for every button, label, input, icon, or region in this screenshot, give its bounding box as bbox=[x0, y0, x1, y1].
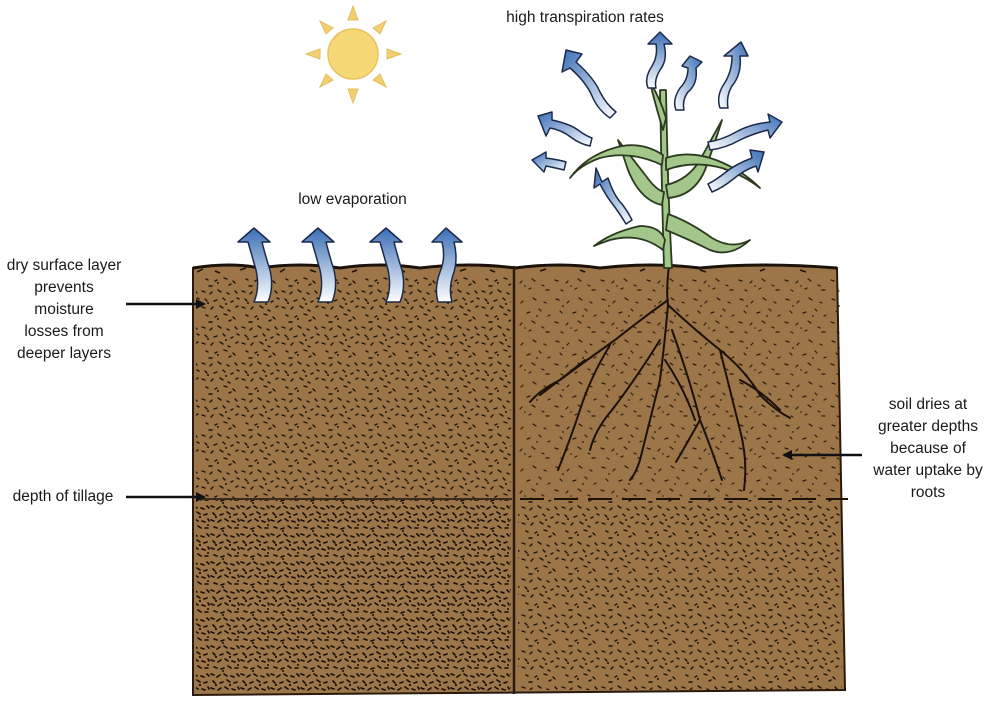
label-high-transpiration: high transpiration rates bbox=[506, 9, 664, 26]
vapor-arrow-icon bbox=[717, 41, 749, 109]
label-line: moisture bbox=[34, 301, 94, 318]
label-dry-surface-layer: dry surface layer prevents moisture loss… bbox=[0, 255, 128, 365]
vapor-arrow-icon bbox=[537, 111, 593, 147]
label-soil-dries: soil dries at greater depths because of … bbox=[862, 394, 994, 504]
vapor-arrow-icon bbox=[645, 31, 673, 89]
label-line: because of bbox=[890, 440, 966, 457]
label-depth-of-tillage: depth of tillage bbox=[12, 488, 114, 505]
label-line: deeper layers bbox=[17, 345, 111, 362]
sun-icon bbox=[304, 4, 403, 105]
corn-plant-icon bbox=[569, 81, 761, 269]
label-line: roots bbox=[910, 484, 946, 501]
vapor-arrow-icon bbox=[237, 227, 273, 303]
label-line: dry surface layer bbox=[6, 257, 122, 274]
roots-icon bbox=[529, 265, 791, 491]
vapor-arrow-icon bbox=[561, 49, 617, 119]
vapor-arrow-icon bbox=[531, 151, 567, 173]
vapor-arrow-icon bbox=[707, 149, 765, 193]
right-soil-lower bbox=[518, 500, 842, 690]
soil-block bbox=[192, 263, 848, 697]
vapor-arrow-icon bbox=[369, 227, 405, 303]
vapor-arrow-icon bbox=[673, 55, 703, 111]
label-line: soil dries at bbox=[888, 396, 968, 413]
label-low-evaporation: low evaporation bbox=[298, 191, 407, 208]
evaporation-arrows bbox=[237, 227, 463, 303]
label-line: greater depths bbox=[878, 418, 978, 435]
vapor-arrow-icon bbox=[593, 167, 633, 225]
pointer-arrows bbox=[126, 299, 862, 502]
right-soil-upper bbox=[518, 276, 840, 498]
vapor-arrow-icon bbox=[431, 227, 463, 303]
left-soil-lower bbox=[196, 500, 511, 692]
vapor-arrow-icon bbox=[707, 113, 783, 151]
label-line: losses from bbox=[24, 323, 104, 340]
vapor-arrow-icon bbox=[301, 227, 337, 303]
label-line: prevents bbox=[34, 279, 94, 296]
transpiration-arrows bbox=[531, 31, 783, 225]
label-line: water uptake by bbox=[873, 462, 983, 479]
left-soil-upper bbox=[196, 276, 511, 498]
